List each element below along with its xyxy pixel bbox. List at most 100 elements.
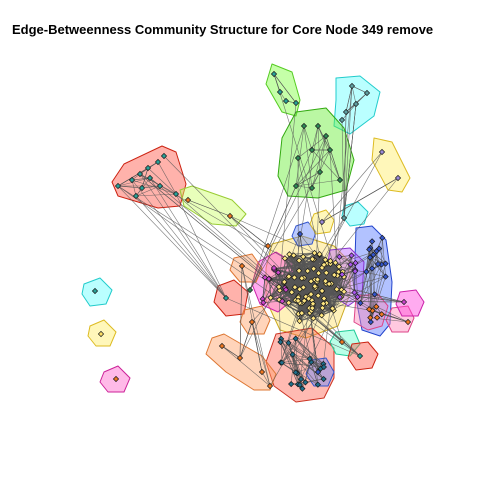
community-hull-cyan-top xyxy=(341,201,369,227)
network-edge xyxy=(141,167,149,189)
network-edge xyxy=(295,338,324,365)
network-node xyxy=(258,368,266,376)
network-edge xyxy=(273,73,297,104)
network-edge xyxy=(274,269,405,303)
network-node xyxy=(246,286,254,294)
network-node xyxy=(333,286,340,293)
network-node xyxy=(315,292,322,299)
network-node xyxy=(352,100,360,108)
network-node xyxy=(292,335,299,342)
network-node xyxy=(260,299,267,306)
network-node xyxy=(288,289,295,296)
network-node xyxy=(354,293,361,300)
network-edge xyxy=(369,249,386,264)
network-node xyxy=(322,132,330,140)
network-edge xyxy=(273,73,342,290)
network-edge xyxy=(249,171,321,291)
network-edge xyxy=(163,155,361,357)
network-node xyxy=(266,382,274,390)
network-node xyxy=(270,264,278,272)
network-edge xyxy=(131,179,137,197)
network-node xyxy=(296,257,303,264)
network-node xyxy=(292,99,300,107)
network-node xyxy=(300,122,308,130)
network-node xyxy=(336,253,343,260)
network-node xyxy=(295,267,303,274)
network-edge xyxy=(302,362,312,389)
community-hull-green-main xyxy=(277,107,355,199)
network-edge xyxy=(131,179,177,195)
network-node xyxy=(378,311,385,318)
network-node xyxy=(298,310,305,317)
network-node xyxy=(297,375,305,383)
network-edge xyxy=(251,321,271,387)
network-edge xyxy=(280,341,296,373)
network-node xyxy=(338,338,346,346)
network-node xyxy=(276,296,283,303)
network-node xyxy=(326,280,333,288)
network-node xyxy=(315,270,322,277)
network-node xyxy=(154,158,162,166)
network-edge xyxy=(135,195,227,299)
network-node xyxy=(222,294,230,302)
network-node xyxy=(335,263,343,270)
network-node xyxy=(318,287,326,294)
network-edge xyxy=(187,199,231,217)
network-edge xyxy=(351,85,357,105)
network-edge xyxy=(288,342,310,360)
network-node xyxy=(318,312,325,319)
network-node xyxy=(351,289,358,296)
network-edge xyxy=(139,173,227,299)
network-node xyxy=(314,368,322,376)
network-node xyxy=(285,339,292,347)
network-edge xyxy=(376,306,409,323)
network-edge xyxy=(366,249,370,272)
network-node xyxy=(294,154,302,162)
network-node xyxy=(322,277,329,285)
network-edge xyxy=(360,264,382,304)
network-node xyxy=(347,261,354,268)
network-edge xyxy=(378,248,386,264)
network-edge xyxy=(295,171,321,187)
network-node xyxy=(296,381,304,389)
network-edge xyxy=(317,125,321,173)
network-node xyxy=(114,182,122,190)
network-node xyxy=(363,268,370,275)
network-node xyxy=(320,375,327,383)
network-node xyxy=(264,242,272,250)
network-edge xyxy=(381,237,383,265)
network-node xyxy=(342,108,350,116)
network-edge xyxy=(249,125,305,291)
network-node xyxy=(352,268,359,275)
network-node xyxy=(320,300,327,307)
network-edge xyxy=(292,271,343,355)
network-node xyxy=(226,212,234,220)
network-node xyxy=(382,260,389,267)
network-node xyxy=(160,152,168,160)
network-node xyxy=(275,269,282,276)
network-node xyxy=(300,284,307,291)
network-edge xyxy=(147,167,177,195)
network-edge xyxy=(229,215,320,256)
network-edge xyxy=(297,378,324,385)
network-node xyxy=(320,363,327,371)
network-node xyxy=(285,299,292,306)
network-edge xyxy=(292,354,306,383)
network-edge xyxy=(319,135,327,173)
network-node xyxy=(400,298,408,306)
network-edge xyxy=(149,177,227,299)
network-edge xyxy=(370,268,373,323)
network-node xyxy=(348,252,355,259)
network-node xyxy=(311,283,318,290)
network-node xyxy=(338,286,345,293)
network-edge xyxy=(135,193,177,197)
network-edge xyxy=(157,161,177,195)
network-node xyxy=(144,164,152,172)
network-node xyxy=(296,230,304,238)
network-node xyxy=(348,82,356,90)
network-edge xyxy=(278,299,281,343)
network-edge xyxy=(135,185,161,197)
network-node xyxy=(298,275,305,282)
network-node xyxy=(331,271,338,279)
network-node xyxy=(379,234,386,241)
